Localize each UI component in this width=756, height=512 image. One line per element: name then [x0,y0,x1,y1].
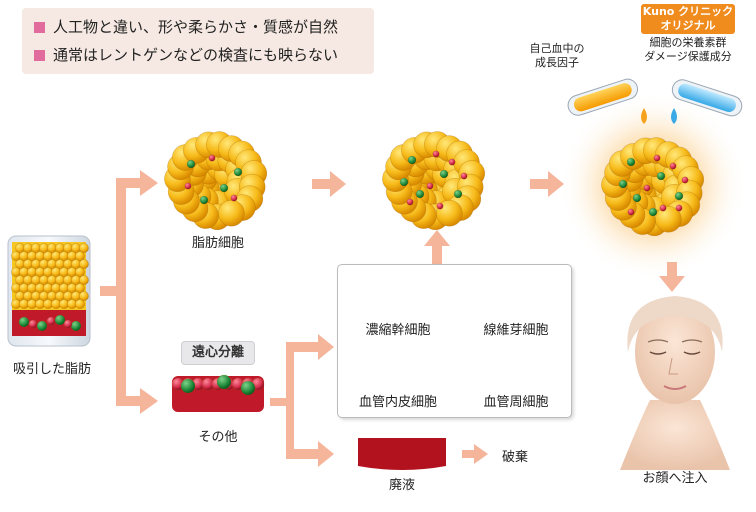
waste-liquid-image [358,438,446,470]
fat-cell [79,259,89,269]
stem-cell [54,314,66,326]
nutrient-line-1: 細胞の栄養素群 [649,36,727,49]
fat-cell [75,251,85,261]
growth-factor-line-1: 自己血中の [529,42,585,55]
stem-cell [399,177,409,187]
other-layer-cells [171,374,265,396]
blood-cell [681,176,689,184]
growth-factor-tube [567,78,639,116]
stem-cell [656,171,666,181]
stem-cell [407,155,417,165]
stem-cell-panel: 濃縮幹細胞 線維芽細胞 血管内皮細胞 血管周細胞 [337,264,572,418]
fibroblast-label: 線維芽細胞 [483,323,549,338]
centrifuge-badge: 遠心分離 [181,341,255,365]
stem-cell [186,159,196,169]
blood-cell [63,319,73,329]
stem-cell [632,193,642,203]
stem-cell [415,189,425,199]
blood-cell [675,204,683,212]
fat-cell [75,283,85,293]
blood-cell [659,204,667,212]
bullet-square-icon [34,50,45,61]
fat-cell [79,291,89,301]
blood-cell [426,182,434,190]
stem-cell [219,183,229,193]
other-label: その他 [198,430,238,445]
blood-cell [184,182,192,190]
blood-cell [653,154,661,162]
inject-face-label: お顔へ注入 [642,471,708,486]
drop-blue [671,108,677,124]
stem-cell [439,169,449,179]
aspirated-fat-label: 吸引した脂肪 [12,362,91,377]
drop-yellow [641,108,647,124]
stem-cell [70,320,82,332]
fat-cell [79,275,89,285]
stem-cell [36,320,48,332]
stem-cell [216,374,232,390]
growth-factor-line-2: 成長因子 [535,56,579,69]
blood-cell [643,184,651,192]
fat-cell-cluster [164,131,268,231]
blood-cell [460,172,468,180]
blood-cell [627,208,635,216]
blood-cell [436,202,444,210]
notes-box: 人工物と違い、形や柔らかさ・質感が自然 通常はレントゲンなどの検査にも映らない [22,8,374,74]
blood-cell [406,198,414,206]
blood-cell [448,158,456,166]
nutrient-label: 細胞の栄養素群 ダメージ保護成分 [640,36,736,64]
note-text: 通常はレントゲンなどの検査にも映らない [53,46,339,64]
flow-arrows [100,170,685,467]
blood-cell [28,319,38,329]
stem-cell [240,380,256,396]
blood-cell [230,194,238,202]
stem-cell [453,189,463,199]
fat-cell [655,205,682,233]
fat-cell-cluster-final [601,137,705,237]
fat-cell [75,267,85,277]
blood-cell [208,154,216,162]
stem-cell [648,207,658,217]
endothelial-label: 血管内皮細胞 [358,395,437,410]
pericyte-label: 血管周細胞 [483,395,549,410]
waste-liquid-label: 廃液 [388,478,415,493]
stem-cell [180,378,196,394]
stem-cell [18,316,30,328]
note-item: 人工物と違い、形や柔らかさ・質感が自然 [34,16,338,37]
nutrient-tube [671,79,743,117]
blood-cell [46,316,56,326]
fat-cell [75,299,85,309]
stem-cell [618,179,628,189]
clinic-original-badge: Kuno クリニック オリジナル [641,4,735,34]
badge-line-1: Kuno クリニック [642,5,734,18]
face-illustration [620,296,730,470]
stem-cell [233,167,243,177]
badge-line-2: オリジナル [660,19,716,32]
discard-label: 破棄 [501,450,528,465]
blood-cell [669,162,677,170]
fat-cell-cluster-enriched [382,131,486,231]
fat-cell [218,199,245,227]
note-item: 通常はレントゲンなどの検査にも映らない [34,44,338,65]
stem-cell [626,157,636,167]
fat-cell [79,243,89,253]
stem-cell [199,195,209,205]
concentrated-stem-label: 濃縮幹細胞 [365,323,431,338]
fat-cells-label: 脂肪細胞 [191,236,244,251]
growth-factor-label: 自己血中の 成長因子 [520,42,594,70]
jar-fat-cells [11,243,89,332]
stem-cell [674,191,684,201]
nutrient-line-2: ダメージ保護成分 [644,50,732,63]
note-text: 人工物と違い、形や柔らかさ・質感が自然 [53,18,339,36]
blood-cell [432,150,440,158]
bullet-square-icon [34,22,45,33]
